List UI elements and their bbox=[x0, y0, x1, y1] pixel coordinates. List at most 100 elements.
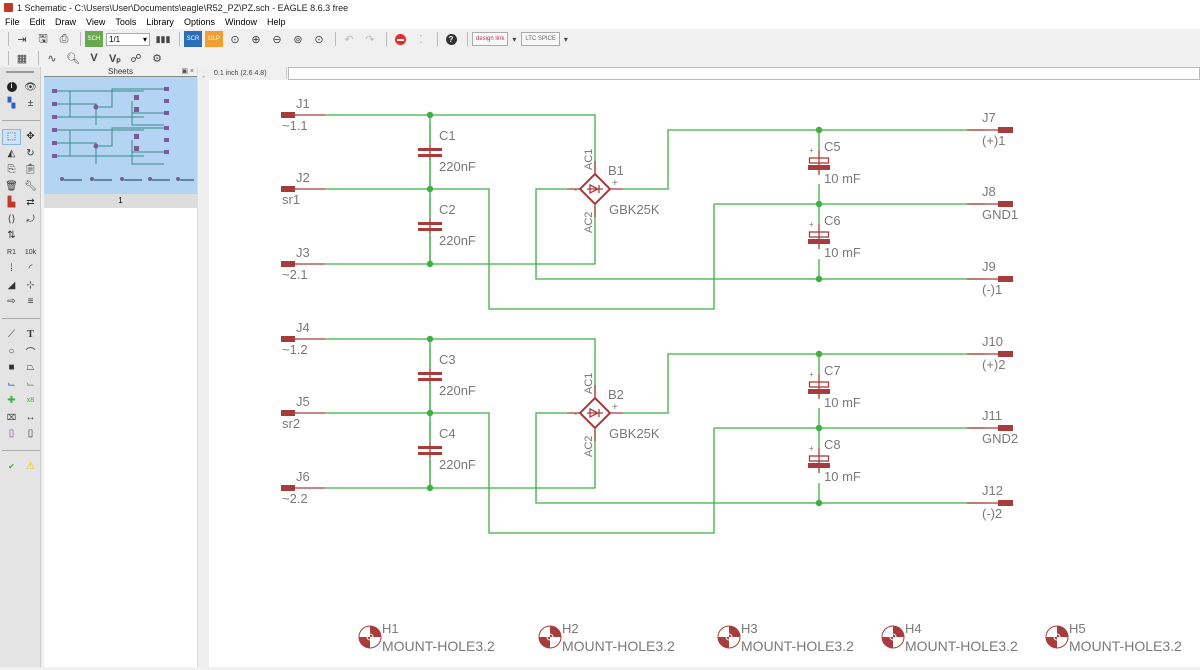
replace-icon[interactable]: ⇄ bbox=[26, 197, 35, 209]
wrench-icon[interactable]: 🔧︎ bbox=[24, 180, 37, 192]
designlink-button[interactable]: design link bbox=[472, 32, 509, 46]
zoom-redraw-icon[interactable]: ⊚ bbox=[293, 33, 303, 46]
bridge-pins bbox=[567, 161, 623, 217]
sheet-thumbnail[interactable] bbox=[44, 77, 197, 194]
display-layers-icon[interactable]: ▚ bbox=[7, 98, 16, 110]
warning-icon[interactable]: ⚠ bbox=[26, 461, 35, 473]
optimize-icon[interactable]: ⊹ bbox=[26, 279, 35, 291]
gate-swap-icon[interactable]: ⟨⟩ bbox=[7, 213, 16, 225]
probe-icon[interactable]: 🔍︎ bbox=[66, 52, 80, 65]
scroll-up-icon[interactable]: ⌃ bbox=[200, 76, 207, 83]
value-icon[interactable]: 10k bbox=[24, 248, 37, 256]
redo-icon[interactable]: ↷ bbox=[365, 33, 375, 46]
menu-help[interactable]: Help bbox=[266, 17, 286, 27]
sheet-number-label[interactable]: 1 bbox=[44, 194, 197, 208]
junction-icon[interactable]: ✚ bbox=[7, 395, 16, 407]
paste-icon[interactable]: 📋︎ bbox=[24, 164, 37, 176]
menu-draw[interactable]: Draw bbox=[55, 17, 77, 27]
tool-separator bbox=[2, 449, 40, 451]
panel-float-close-icons[interactable]: ▣ × bbox=[181, 68, 194, 75]
capacitor-plate bbox=[418, 372, 442, 375]
command-line[interactable] bbox=[288, 67, 1200, 82]
split-icon[interactable]: ◢ bbox=[7, 279, 16, 291]
connect-icon[interactable]: ☍ bbox=[130, 52, 142, 65]
copy-icon[interactable]: ⎘ bbox=[7, 164, 16, 176]
undo-icon[interactable]: ↶ bbox=[344, 33, 354, 46]
connector-name: J5 bbox=[296, 394, 310, 409]
designlink-dropdown-icon[interactable]: ▾ bbox=[512, 34, 517, 44]
menu-options[interactable]: Options bbox=[183, 17, 215, 27]
print-icon[interactable]: ⎙ bbox=[59, 32, 69, 45]
voltage-probe-icon[interactable]: V bbox=[90, 52, 98, 64]
ltspice-button[interactable]: LTC SPICE bbox=[521, 32, 560, 46]
group-select-icon[interactable]: ⬚ bbox=[2, 128, 21, 145]
command-input[interactable] bbox=[289, 71, 1199, 82]
zoom-select-icon[interactable]: ⊙ bbox=[314, 33, 324, 46]
toolbar-grip bbox=[8, 32, 9, 46]
net-icon[interactable]: ⌙ bbox=[26, 378, 35, 390]
align-icon[interactable]: ≡ bbox=[27, 296, 34, 308]
connector-name: J7 bbox=[982, 110, 996, 125]
line-icon[interactable]: ⟋ bbox=[8, 329, 15, 341]
erc-check-icon[interactable]: ✔ bbox=[8, 462, 15, 472]
frame-icon[interactable]: ▯ bbox=[8, 428, 15, 440]
menu-edit[interactable]: Edit bbox=[29, 17, 46, 27]
simulate-icon[interactable]: ∿ bbox=[47, 52, 57, 65]
attribute-icon[interactable]: ⌧ bbox=[6, 412, 17, 422]
menu-library[interactable]: Library bbox=[146, 17, 174, 27]
text-icon[interactable]: T bbox=[27, 329, 34, 341]
ulp-icon[interactable]: ULP bbox=[205, 31, 223, 47]
mount-hole-center bbox=[725, 633, 733, 641]
help-icon[interactable]: ? bbox=[442, 31, 460, 47]
name-icon[interactable]: R1 bbox=[7, 248, 16, 256]
dimension-icon[interactable]: ↔ bbox=[25, 411, 36, 423]
save-icon[interactable]: 🖫 bbox=[38, 32, 48, 45]
miter-icon[interactable]: ◜ bbox=[28, 263, 33, 275]
circle-icon[interactable]: ○ bbox=[8, 345, 15, 357]
arc-icon[interactable]: ⌒ bbox=[25, 347, 36, 359]
rectangle-icon[interactable]: ■ bbox=[8, 362, 15, 374]
module-icon[interactable]: ▯ bbox=[27, 428, 34, 440]
connector-pad bbox=[281, 336, 295, 342]
polarity-mark: + bbox=[809, 370, 814, 379]
show-eye-icon[interactable]: 👁︎ bbox=[24, 81, 37, 93]
connector-pad bbox=[998, 201, 1013, 207]
sheets-scrollbar[interactable]: ⌃ bbox=[197, 67, 209, 667]
stop-icon[interactable] bbox=[391, 31, 409, 47]
settings-gear-icon[interactable]: ⚙ bbox=[152, 52, 162, 65]
mark-icon[interactable]: ± bbox=[27, 98, 34, 110]
script-icon[interactable]: SCR bbox=[184, 31, 202, 47]
zoom-in-icon[interactable]: ⊕ bbox=[251, 33, 261, 46]
pin-swap-icon[interactable]: ⇅ bbox=[7, 230, 16, 242]
menu-file[interactable]: File bbox=[5, 17, 20, 27]
sheet-select[interactable]: 1/1▾ bbox=[106, 32, 150, 46]
zoom-out-icon[interactable]: ⊖ bbox=[272, 33, 282, 46]
phase-probe-icon[interactable]: Vₚ bbox=[108, 52, 122, 65]
rotate-icon[interactable]: ↻ bbox=[26, 147, 35, 159]
delete-icon[interactable]: 🗑︎ bbox=[5, 180, 18, 192]
smash-icon[interactable]: ⁞ bbox=[10, 263, 13, 275]
menu-view[interactable]: View bbox=[86, 17, 106, 27]
open-icon[interactable]: ⇥ bbox=[17, 33, 27, 46]
cam-processor-icon[interactable]: ▮▮▮ bbox=[155, 33, 171, 44]
junction-dot bbox=[815, 424, 823, 432]
invoke-icon[interactable]: ⤾ bbox=[26, 213, 35, 225]
add-part-icon[interactable]: ▙ bbox=[7, 197, 16, 209]
menu-window[interactable]: Window bbox=[224, 17, 257, 27]
schematic-drawing[interactable]: J1~1.1J2sr1J3~2.1C1220nFC2220nFB1GBK25K-… bbox=[209, 80, 1200, 667]
sch-brd-switch-icon[interactable]: SCH bbox=[85, 31, 103, 47]
menu-tools[interactable]: Tools bbox=[115, 17, 137, 27]
bridge-name: B2 bbox=[608, 387, 624, 402]
polygon-icon[interactable]: ⏢ bbox=[26, 362, 35, 374]
info-icon[interactable]: i bbox=[2, 79, 21, 96]
label-icon[interactable]: x8 bbox=[26, 397, 35, 405]
route-icon[interactable]: ⇨ bbox=[7, 296, 16, 308]
zoom-fit-icon[interactable]: ⊙ bbox=[230, 33, 240, 46]
mirror-icon[interactable]: ◭ bbox=[7, 147, 16, 159]
grid-icon[interactable]: ▦ bbox=[16, 52, 28, 65]
bus-icon[interactable]: ⌙ bbox=[7, 378, 16, 390]
move-icon[interactable]: ✥ bbox=[26, 131, 35, 143]
ltspice-dropdown-icon[interactable]: ▾ bbox=[563, 34, 568, 44]
go-icon[interactable]: ⁚ bbox=[419, 33, 423, 46]
